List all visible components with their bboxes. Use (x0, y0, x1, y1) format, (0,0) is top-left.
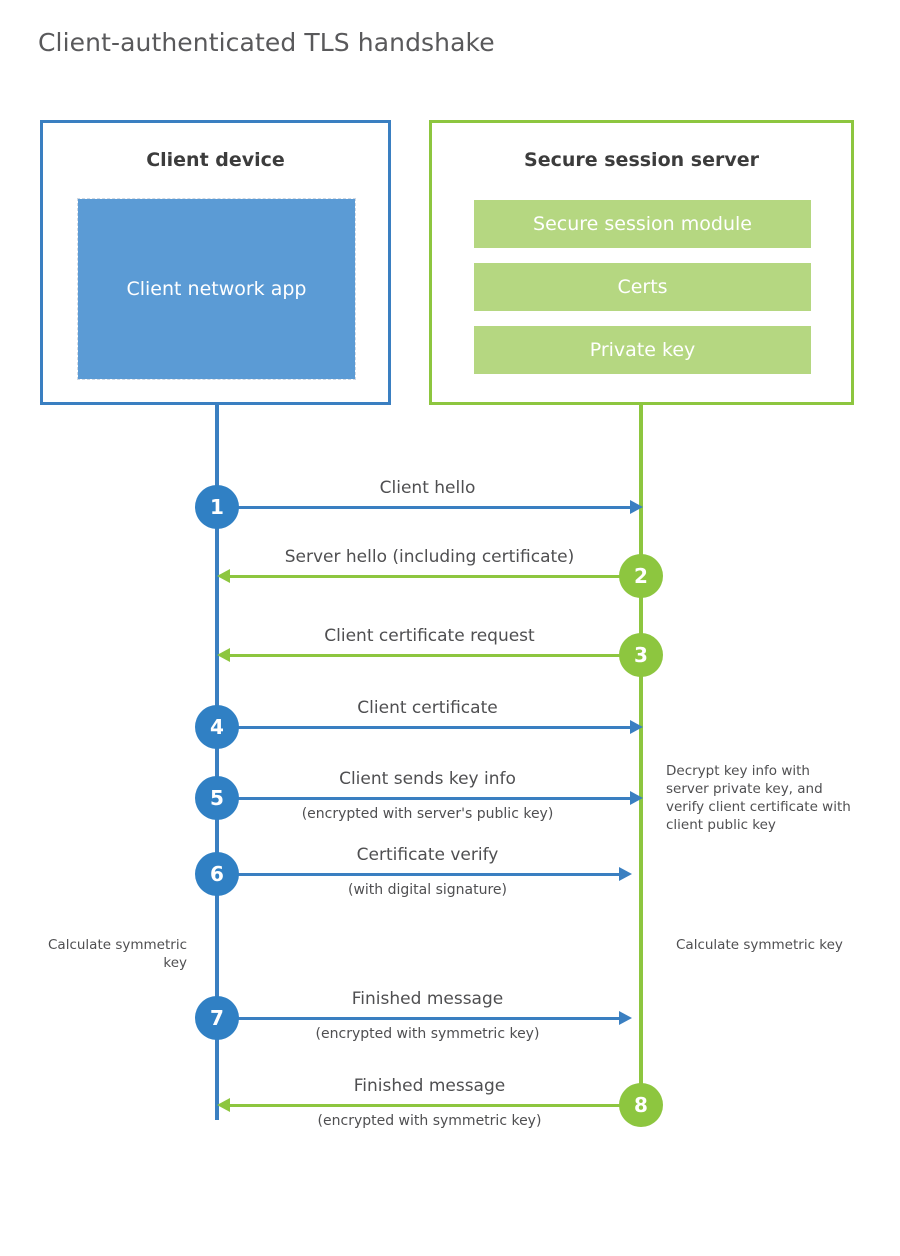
arrowhead-right-icon (630, 720, 643, 734)
message-label-6: Certificate verify (356, 845, 499, 865)
message-sublabel-6: (with digital signature) (348, 882, 507, 898)
secure-session-server-box: Secure session server Secure session mod… (429, 120, 854, 405)
client-lifeline (215, 405, 219, 1120)
message-label-4: Client certificate (357, 698, 498, 718)
annotation-server-calculate-symmetric-key: Calculate symmetric key (676, 937, 843, 953)
message-label-8: Finished message (353, 1076, 506, 1096)
message-line-2 (229, 575, 641, 578)
arrowhead-right-icon (630, 500, 643, 514)
server-block-secure-session-module: Secure session module (474, 200, 811, 248)
step-badge-2[interactable]: 2 (619, 554, 663, 598)
arrowhead-left-icon (217, 569, 230, 583)
page-title: Client-authenticated TLS handshake (38, 28, 495, 57)
message-line-3 (229, 654, 641, 657)
step-badge-8[interactable]: 8 (619, 1083, 663, 1127)
step-badge-4[interactable]: 4 (195, 705, 239, 749)
annotation-server-decrypt: Decrypt key info with server private key… (666, 763, 851, 833)
message-label-7: Finished message (351, 989, 504, 1009)
step-badge-6[interactable]: 6 (195, 852, 239, 896)
secure-session-server-title: Secure session server (524, 149, 759, 171)
server-block-certs: Certs (474, 263, 811, 311)
arrowhead-left-icon (217, 1098, 230, 1112)
annotation-client-calculate-symmetric-key: Calculate symmetric key (48, 937, 187, 971)
message-label-2: Server hello (including certificate) (284, 547, 575, 567)
message-label-3: Client certificate request (324, 626, 535, 646)
arrowhead-right-icon (630, 791, 643, 805)
message-line-1 (217, 506, 638, 509)
arrowhead-right-icon (619, 867, 632, 881)
client-network-app-block: Client network app (77, 198, 356, 380)
message-line-6 (217, 873, 627, 876)
message-line-5 (217, 797, 638, 800)
step-badge-7[interactable]: 7 (195, 996, 239, 1040)
message-label-5: Client sends key info (339, 769, 516, 789)
client-device-box: Client device Client network app (40, 120, 391, 405)
message-line-7 (217, 1017, 627, 1020)
server-lifeline (639, 405, 643, 1105)
server-block-private-key: Private key (474, 326, 811, 374)
step-badge-1[interactable]: 1 (195, 485, 239, 529)
arrowhead-right-icon (619, 1011, 632, 1025)
message-line-8 (229, 1104, 641, 1107)
client-device-title: Client device (146, 149, 285, 171)
step-badge-3[interactable]: 3 (619, 633, 663, 677)
step-badge-5[interactable]: 5 (195, 776, 239, 820)
message-line-4 (217, 726, 638, 729)
message-sublabel-7: (encrypted with symmetric key) (315, 1026, 540, 1042)
arrowhead-left-icon (217, 648, 230, 662)
message-label-1: Client hello (379, 478, 476, 498)
message-sublabel-5: (encrypted with server's public key) (301, 806, 554, 822)
message-sublabel-8: (encrypted with symmetric key) (317, 1113, 542, 1129)
